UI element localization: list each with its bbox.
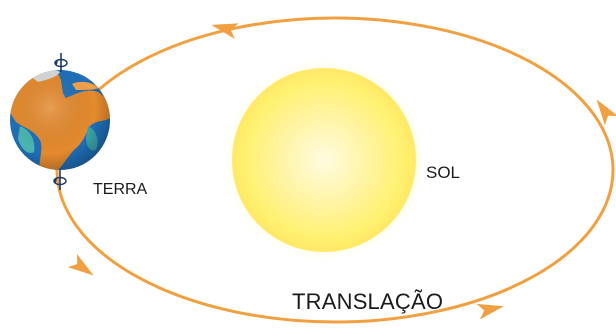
rotation-arrow-icon xyxy=(54,53,68,72)
orbit-direction-arrow-icon xyxy=(211,23,239,39)
rotation-arrow-icon xyxy=(53,170,67,190)
orbit-direction-arrow-icon xyxy=(67,253,94,276)
sun-label: SOL xyxy=(426,163,460,182)
sun xyxy=(224,60,424,260)
earth-label: TERRA xyxy=(93,181,148,198)
orbit-path xyxy=(55,16,615,324)
orbit-direction-arrow-icon xyxy=(476,303,504,320)
earth-globe xyxy=(10,70,110,170)
translation-label: TRANSLAÇÃO xyxy=(292,289,443,314)
orbit-direction-arrow-icon xyxy=(596,99,616,126)
